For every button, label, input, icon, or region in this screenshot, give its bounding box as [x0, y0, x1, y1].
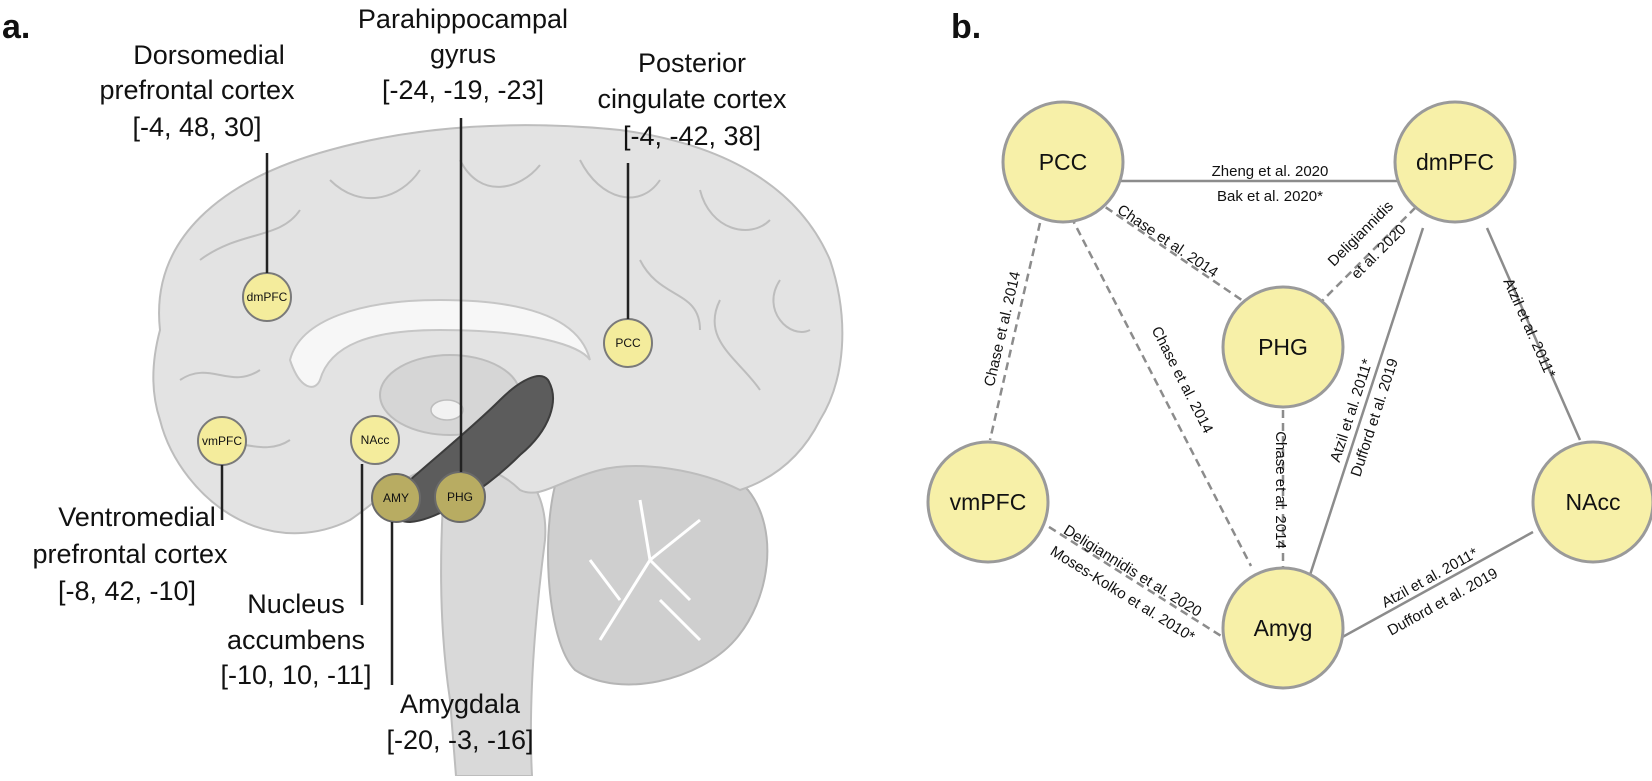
label-vmpfc-line3: [-8, 42, -10] [58, 576, 196, 606]
edge-label-pcc-phg: Chase et al. 2014 [1114, 201, 1221, 281]
hippocampal-band [387, 375, 554, 524]
label-amy-line2: [-20, -3, -16] [386, 725, 533, 755]
marker-amy: AMY [371, 473, 421, 523]
edge-label-pcc-dmpfc-2: Bak et al. 2020* [1217, 188, 1323, 205]
brainstem [440, 458, 547, 777]
marker-amy-label: AMY [383, 491, 409, 505]
label-dmpfc-line2: prefrontal cortex [99, 75, 295, 105]
edge-label-dmpfc-nacc: Atzil et al. 2011* [1500, 276, 1559, 381]
marker-vmpfc: vmPFC [197, 416, 247, 466]
node-pcc-label: PCC [1039, 149, 1088, 175]
node-pcc: PCC [1001, 100, 1125, 224]
label-phg-line3: [-24, -19, -23] [382, 75, 544, 105]
thalamus-inner [430, 399, 464, 421]
label-amy: Amygdala [-20, -3, -16] [386, 689, 533, 755]
marker-dmpfc-label: dmPFC [247, 290, 288, 304]
label-nacc-line2: accumbens [227, 625, 365, 655]
edge-dmpfc-amyg [1308, 227, 1425, 576]
network-edges [988, 179, 1582, 643]
node-amyg-label: Amyg [1254, 615, 1313, 641]
gyri-lines [179, 159, 811, 451]
edge-amyg-nacc [1336, 530, 1534, 642]
label-nacc: Nucleus accumbens [-10, 10, -11] [220, 589, 371, 690]
label-vmpfc: Ventromedial prefrontal cortex [-8, 42, … [32, 502, 228, 606]
node-phg-label: PHG [1258, 334, 1308, 360]
label-amy-line1: Amygdala [400, 689, 521, 719]
label-vmpfc-line2: prefrontal cortex [32, 539, 228, 569]
label-dmpfc-line1: Dorsomedial [133, 40, 285, 70]
label-pcc-line3: [-4, -42, 38] [623, 121, 761, 151]
label-pcc-line1: Posterior [638, 48, 746, 78]
marker-nacc-label: NAcc [361, 433, 390, 447]
edge-label-pcc-vmpfc: Chase et al. 2014 [981, 270, 1024, 388]
edge-pcc-phg [1094, 198, 1250, 307]
edge-pcc-amyg [1063, 204, 1253, 567]
label-nacc-line1: Nucleus [247, 589, 345, 619]
brain-markers: dmPFC PCC vmPFC NAcc AMY PHG [197, 272, 653, 523]
node-vmpfc: vmPFC [926, 440, 1050, 564]
edge-phg-dmpfc [1317, 199, 1424, 306]
edge-vmpfc-amyg [1037, 518, 1230, 643]
label-vmpfc-line1: Ventromedial [58, 502, 216, 532]
edge-label-pcc-amyg: Chase et al. 2014 [1148, 324, 1217, 436]
leader-lines [220, 118, 630, 685]
node-phg: PHG [1221, 285, 1345, 409]
node-dmpfc: dmPFC [1393, 100, 1517, 224]
node-amyg: Amyg [1221, 566, 1345, 690]
edge-pcc-vmpfc [988, 222, 1042, 441]
brain-illustration [152, 124, 844, 777]
marker-dmpfc: dmPFC [242, 272, 292, 322]
marker-pcc-label: PCC [615, 336, 641, 350]
marker-phg-label: PHG [447, 490, 473, 504]
marker-pcc: PCC [603, 318, 653, 368]
marker-vmpfc-label: vmPFC [202, 434, 242, 448]
label-pcc-line2: cingulate cortex [597, 84, 787, 114]
node-vmpfc-label: vmPFC [950, 489, 1027, 515]
panel-a-label: a. [2, 8, 30, 46]
label-phg-line2: gyrus [430, 39, 496, 69]
label-dmpfc-line3: [-4, 48, 30] [132, 112, 261, 142]
label-dmpfc: Dorsomedial prefrontal cortex [-4, 48, 3… [99, 40, 295, 142]
cerebellum-arbor [588, 499, 702, 642]
edge-label-pcc-dmpfc-1: Zheng et al. 2020 [1212, 163, 1329, 180]
label-phg-line1: Parahippocampal [358, 4, 568, 34]
node-dmpfc-label: dmPFC [1416, 149, 1494, 175]
corpus-callosum [288, 298, 591, 388]
marker-phg: PHG [434, 471, 486, 523]
label-pcc: Posterior cingulate cortex [-4, -42, 38] [597, 48, 787, 151]
edge-label-phg-amyg: Chase et al. 2014 [1272, 431, 1289, 549]
panel-b-label: b. [951, 8, 981, 46]
edge-dmpfc-nacc [1485, 227, 1582, 441]
node-nacc-label: NAcc [1566, 489, 1621, 515]
label-phg: Parahippocampal gyrus [-24, -19, -23] [358, 4, 568, 105]
node-nacc: NAcc [1531, 440, 1652, 564]
label-nacc-line3: [-10, 10, -11] [220, 660, 371, 690]
marker-nacc: NAcc [350, 415, 400, 465]
network-nodes: PCC dmPFC PHG vmPFC NAcc Amyg [926, 100, 1652, 690]
